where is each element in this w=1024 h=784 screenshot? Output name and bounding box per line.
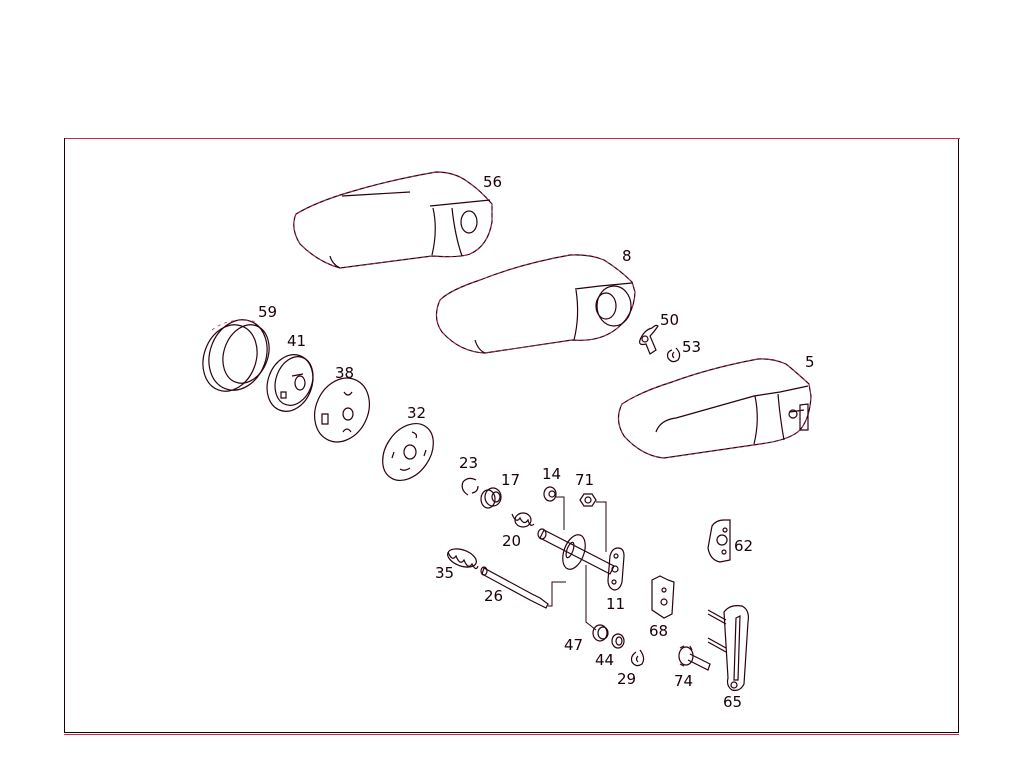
part-47-bushing bbox=[592, 624, 609, 642]
part-label-41: 41 bbox=[287, 332, 307, 350]
part-59-ring bbox=[202, 319, 270, 392]
part-38-disc bbox=[314, 377, 370, 443]
part-label-8: 8 bbox=[622, 247, 632, 265]
part-label-35: 35 bbox=[435, 564, 455, 582]
part-35-spring bbox=[447, 548, 479, 570]
part-5-mirror-base bbox=[617, 358, 812, 459]
part-label-50: 50 bbox=[660, 311, 680, 329]
part-label-5: 5 bbox=[805, 353, 815, 371]
part-label-14: 14 bbox=[542, 465, 562, 483]
part-label-38: 38 bbox=[335, 364, 355, 382]
part-26-pin bbox=[480, 566, 566, 609]
part-8-housing-shell bbox=[435, 254, 636, 354]
part-14-nut bbox=[543, 486, 557, 502]
part-41-adjuster-housing bbox=[266, 354, 314, 412]
part-label-26: 26 bbox=[484, 587, 504, 605]
part-label-47: 47 bbox=[564, 636, 584, 654]
frame-top-accent bbox=[65, 138, 960, 139]
part-label-17: 17 bbox=[501, 471, 521, 489]
part-53-clip bbox=[666, 347, 681, 363]
part-label-68: 68 bbox=[649, 622, 669, 640]
part-65-arm bbox=[707, 605, 749, 691]
part-label-71: 71 bbox=[575, 471, 595, 489]
shaft-assembly bbox=[537, 496, 615, 631]
part-68-bracket bbox=[651, 575, 675, 619]
frame-bottom-accent bbox=[64, 734, 959, 735]
part-label-56: 56 bbox=[483, 173, 503, 191]
part-label-32: 32 bbox=[407, 404, 427, 422]
part-23-circlip bbox=[461, 477, 479, 496]
part-label-53: 53 bbox=[682, 338, 702, 356]
part-17-bushing bbox=[480, 487, 502, 509]
part-label-74: 74 bbox=[674, 672, 694, 690]
part-label-29: 29 bbox=[617, 670, 637, 688]
part-71-nut bbox=[579, 493, 597, 507]
part-11-bracket bbox=[607, 547, 625, 591]
part-62-cover-plate bbox=[707, 519, 731, 563]
part-label-65: 65 bbox=[723, 693, 743, 711]
part-label-44: 44 bbox=[595, 651, 615, 669]
part-label-23: 23 bbox=[459, 454, 479, 472]
part-32-plate bbox=[382, 423, 434, 481]
part-20-spring bbox=[511, 512, 535, 528]
part-56-housing-cover bbox=[293, 171, 493, 269]
part-50-clip bbox=[639, 324, 659, 355]
part-label-59: 59 bbox=[258, 303, 278, 321]
part-44-ring bbox=[611, 633, 625, 649]
part-label-11: 11 bbox=[606, 595, 626, 613]
part-29-clip bbox=[630, 649, 645, 667]
part-label-62: 62 bbox=[734, 537, 754, 555]
part-label-20: 20 bbox=[502, 532, 522, 550]
part-74-gear-screw bbox=[678, 645, 711, 671]
